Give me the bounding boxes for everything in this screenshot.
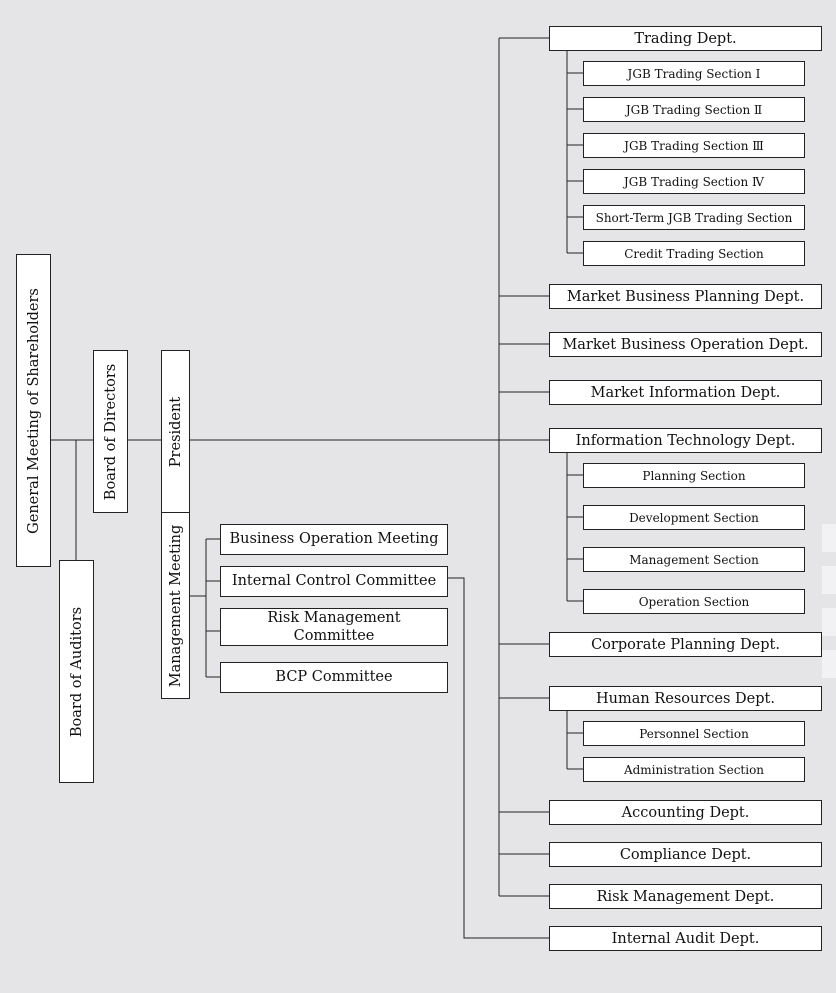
committee-business-operation: Business Operation Meeting	[220, 524, 448, 555]
committee-internal-control: Internal Control Committee	[220, 566, 448, 597]
section-jgb-trading-3: JGB Trading Section Ⅲ	[583, 133, 805, 158]
edge-mark	[822, 608, 836, 636]
dept-corporate-planning: Corporate Planning Dept.	[549, 632, 822, 657]
dept-market-business-planning: Market Business Planning Dept.	[549, 284, 822, 309]
shareholders-box: General Meeting of Shareholders	[16, 254, 51, 567]
dept-human-resources: Human Resources Dept.	[549, 686, 822, 711]
section-personnel: Personnel Section	[583, 721, 805, 746]
section-jgb-trading-4: JGB Trading Section Ⅳ	[583, 169, 805, 194]
dept-internal-audit: Internal Audit Dept.	[549, 926, 822, 951]
section-development: Development Section	[583, 505, 805, 530]
president-box: President	[161, 350, 190, 513]
directors-label: Board of Directors	[102, 363, 119, 500]
section-management: Management Section	[583, 547, 805, 572]
section-jgb-trading-2: JGB Trading Section Ⅱ	[583, 97, 805, 122]
dept-risk-management: Risk Management Dept.	[549, 884, 822, 909]
dept-market-information: Market Information Dept.	[549, 380, 822, 405]
president-label: President	[167, 396, 184, 467]
edge-mark	[822, 650, 836, 678]
section-jgb-trading-1: JGB Trading Section I	[583, 61, 805, 86]
management-meeting-box: Management Meeting	[161, 512, 190, 699]
dept-compliance: Compliance Dept.	[549, 842, 822, 867]
management-meeting-label: Management Meeting	[167, 524, 184, 687]
committee-risk-management: Risk Management Committee	[220, 608, 448, 646]
committee-bcp: BCP Committee	[220, 662, 448, 693]
auditors-box: Board of Auditors	[59, 560, 94, 783]
auditors-label: Board of Auditors	[68, 606, 85, 737]
dept-information-technology: Information Technology Dept.	[549, 428, 822, 453]
edge-mark	[822, 524, 836, 552]
shareholders-label: General Meeting of Shareholders	[25, 287, 42, 534]
dept-trading: Trading Dept.	[549, 26, 822, 51]
section-administration: Administration Section	[583, 757, 805, 782]
section-operation: Operation Section	[583, 589, 805, 614]
section-short-term-jgb-trading: Short-Term JGB Trading Section	[583, 205, 805, 230]
edge-mark	[822, 566, 836, 594]
directors-box: Board of Directors	[93, 350, 128, 513]
section-planning: Planning Section	[583, 463, 805, 488]
section-credit-trading: Credit Trading Section	[583, 241, 805, 266]
dept-accounting: Accounting Dept.	[549, 800, 822, 825]
dept-market-business-operation: Market Business Operation Dept.	[549, 332, 822, 357]
